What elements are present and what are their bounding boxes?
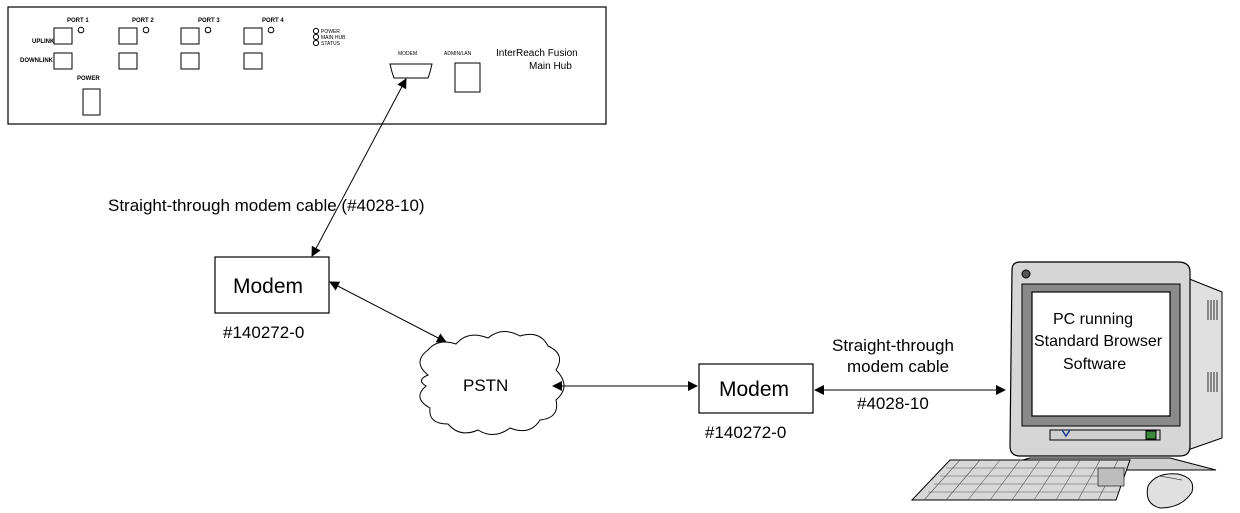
power-label: POWER <box>77 76 100 82</box>
led-power-label: POWER <box>321 29 340 35</box>
cable-2-line2: modem cable <box>847 357 949 376</box>
port-4-downlink <box>243 52 263 70</box>
modem-2-box <box>698 363 814 414</box>
port-3-uplink <box>180 27 200 45</box>
cable-hub-to-modem <box>311 78 407 257</box>
pstn-label: PSTN <box>463 376 508 395</box>
modem-2-part: #140272-0 <box>705 423 786 442</box>
modem-port-label: MODEM <box>398 51 417 57</box>
port-1-led <box>77 26 85 34</box>
main-hub-panel: PORT 1 PORT 2 PORT 3 PORT 4 UPLINK DOWNL… <box>7 6 607 125</box>
screen <box>1031 291 1171 417</box>
cable-1-label: Straight-through modem cable (#4028-10) <box>108 196 425 215</box>
modem-1-box <box>214 256 330 314</box>
admin-lan-label: ADMIN/LAN <box>444 51 472 57</box>
hub-name-line2: Main Hub <box>529 61 572 72</box>
port-3-downlink <box>180 52 200 70</box>
cable-2-line1: Straight-through <box>832 336 954 355</box>
power-switch <box>82 88 101 116</box>
monitor-controls <box>1049 429 1161 441</box>
port-4-led <box>267 26 275 34</box>
modem-2-label: Modem <box>719 378 789 401</box>
modem-port-connector <box>389 63 433 79</box>
keyboard-keypad <box>1097 467 1125 487</box>
cable-2-line3: #4028-10 <box>857 394 929 413</box>
monitor-badge <box>1021 269 1031 279</box>
led-status-label: STATUS <box>321 41 341 47</box>
port-2-downlink <box>118 52 138 70</box>
power-indicator <box>1145 430 1157 440</box>
pc-line3: Software <box>1063 356 1126 373</box>
uplink-label: UPLINK <box>32 39 55 45</box>
status-led <box>312 39 320 47</box>
modem-1-part: #140272-0 <box>223 323 304 342</box>
downlink-label: DOWNLINK <box>20 58 54 64</box>
port-2-label: PORT 2 <box>132 18 154 24</box>
pc-computer: PC running Standard Browser Software <box>910 261 1223 509</box>
port-3-label: PORT 3 <box>198 18 220 24</box>
port-2-led <box>142 26 150 34</box>
port-4-label: PORT 4 <box>262 18 284 24</box>
main-hub-led <box>312 33 320 41</box>
modem-1-label: Modem <box>233 275 303 298</box>
monitor-logo <box>1061 429 1071 438</box>
mouse <box>1146 473 1194 509</box>
pstn-cloud <box>419 331 565 435</box>
port-1-downlink <box>53 52 73 70</box>
pc-line2: Standard Browser <box>1034 333 1163 350</box>
port-1-uplink <box>53 27 73 45</box>
port-4-uplink <box>243 27 263 45</box>
pc-line1: PC running <box>1053 311 1133 328</box>
led-main-hub-label: MAIN HUB <box>321 35 346 41</box>
keyboard <box>910 459 1131 501</box>
port-2-uplink <box>118 27 138 45</box>
link-modem-1-to-pstn <box>329 281 447 343</box>
admin-lan-port <box>454 62 481 93</box>
port-1-label: PORT 1 <box>67 18 89 24</box>
power-led <box>312 27 320 35</box>
port-3-led <box>204 26 212 34</box>
hub-name-line1: InterReach Fusion <box>496 48 578 59</box>
